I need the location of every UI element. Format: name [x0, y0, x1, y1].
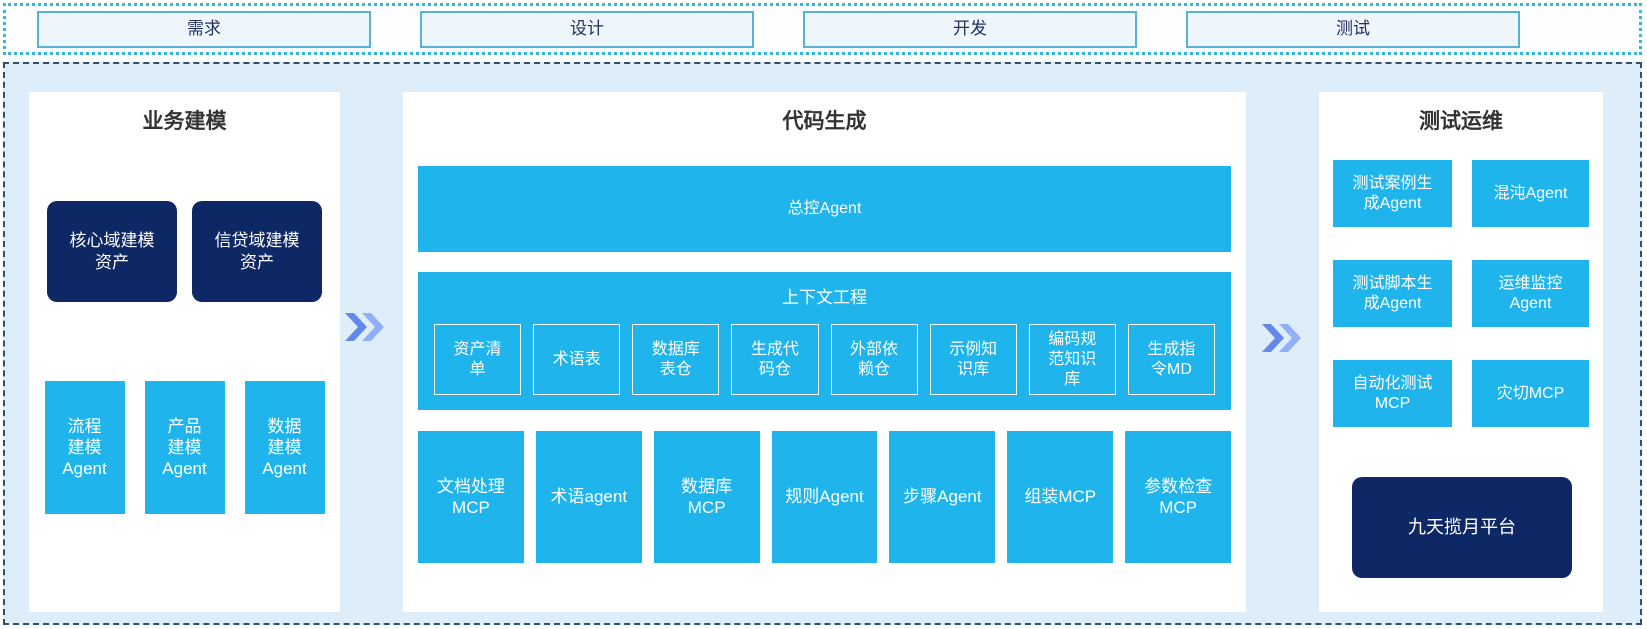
test-script-gen-agent-label: 测试脚本生 成Agent — [1352, 274, 1433, 312]
glossary-agent-label: 术语agent — [550, 487, 628, 507]
ops-monitoring-agent-label: 运维监控 Agent — [1498, 274, 1563, 312]
process-modeling-agent-label: 流程 建模 Agent — [62, 416, 107, 479]
business-modeling-title: 业务建模 — [142, 110, 227, 133]
assembly-mcp-box: 组装MCP — [1007, 431, 1114, 563]
chaos-agent-label: 混沌Agent — [1493, 184, 1568, 202]
data-modeling-agent-box: 数据 建模 Agent — [244, 381, 325, 514]
master-agent-label: 总控Agent — [787, 200, 862, 217]
glossary-label: 术语表 — [552, 350, 601, 368]
context-engineering-panel: 上下文工程 资产清 单 术语表 数据库 表仓 生成代 码仓 外部依 赖仓 示例知… — [418, 272, 1231, 410]
param-check-mcp-box: 参数检查 MCP — [1125, 431, 1232, 563]
rules-agent-label: 规则Agent — [785, 487, 864, 507]
context-engineering-title: 上下文工程 — [782, 288, 867, 307]
test-case-gen-agent-label: 测试案例生 成Agent — [1352, 174, 1433, 212]
credit-domain-assets-box: 信贷域建模 资产 — [192, 201, 322, 302]
example-knowledge-base-box: 示例知 识库 — [929, 324, 1017, 395]
test-case-gen-agent-box: 测试案例生 成Agent — [1333, 160, 1452, 227]
data-modeling-agent-label: 数据 建模 Agent — [262, 416, 307, 479]
context-engineering-row: 资产清 单 术语表 数据库 表仓 生成代 码仓 外部依 赖仓 示例知 识库 编码… — [434, 324, 1215, 395]
doc-processing-mcp-box: 文档处理 MCP — [418, 431, 524, 563]
db-table-repo-label: 数据库 表仓 — [651, 340, 700, 378]
phase-label: 需求 — [187, 19, 221, 39]
double-chevron-right-icon — [345, 313, 384, 341]
generated-code-repo-label: 生成代 码仓 — [750, 340, 799, 378]
test-ops-panel: 测试运维 测试案例生 成Agent 混沌Agent 测试脚本生 成Agent 运… — [1319, 92, 1603, 612]
jiutian-platform-label: 九天揽月平台 — [1408, 517, 1516, 538]
credit-domain-assets-label: 信贷域建模 资产 — [214, 231, 300, 272]
generated-code-repo-box: 生成代 码仓 — [731, 324, 819, 395]
phase-box-testing: 测试 — [1186, 10, 1520, 48]
asset-box-row: 核心域建模 资产 信贷域建模 资产 — [29, 201, 340, 302]
pipeline-container: 业务建模 核心域建模 资产 信贷域建模 资产 流程 建模 Agent 产品 建模… — [3, 62, 1642, 625]
chaos-agent-box: 混沌Agent — [1472, 160, 1589, 227]
coding-standards-kb-box: 编码规 范知识 库 — [1028, 324, 1116, 395]
disaster-switch-mcp-box: 灾切MCP — [1472, 360, 1589, 427]
master-agent-bar: 总控Agent — [418, 166, 1231, 252]
database-mcp-box: 数据库 MCP — [653, 431, 760, 563]
phase-label: 设计 — [570, 19, 604, 39]
coding-standards-kb-label: 编码规 范知识 库 — [1048, 330, 1097, 388]
business-modeling-panel: 业务建模 核心域建模 资产 信贷域建模 资产 流程 建模 Agent 产品 建模… — [29, 92, 340, 612]
generation-instructions-md-box: 生成指 令MD — [1127, 324, 1215, 395]
process-modeling-agent-box: 流程 建模 Agent — [44, 381, 125, 514]
generation-instructions-md-label: 生成指 令MD — [1147, 340, 1196, 378]
automated-testing-mcp-label: 自动化测试 MCP — [1352, 374, 1433, 412]
phase-label: 测试 — [1336, 19, 1370, 39]
phase-box-design: 设计 — [420, 10, 754, 48]
asset-list-box: 资产清 单 — [434, 324, 522, 395]
phase-label: 开发 — [953, 19, 987, 39]
product-modeling-agent-label: 产品 建模 Agent — [162, 416, 207, 479]
modeling-agent-row: 流程 建模 Agent 产品 建模 Agent 数据 建模 Agent — [29, 381, 340, 514]
steps-agent-label: 步骤Agent — [903, 487, 982, 507]
db-table-repo-box: 数据库 表仓 — [632, 324, 720, 395]
assembly-mcp-label: 组装MCP — [1024, 487, 1097, 507]
code-generation-panel: 代码生成 总控Agent 上下文工程 资产清 单 术语表 数据库 表仓 生成代 … — [403, 92, 1246, 612]
param-check-mcp-label: 参数检查 MCP — [1144, 476, 1213, 517]
glossary-agent-box: 术语agent — [535, 431, 642, 563]
asset-list-label: 资产清 单 — [453, 340, 502, 378]
double-chevron-right-icon — [1262, 324, 1301, 352]
steps-agent-box: 步骤Agent — [889, 431, 996, 563]
phase-bar: 需求 设计 开发 测试 — [3, 3, 1642, 55]
ops-monitoring-agent-box: 运维监控 Agent — [1472, 260, 1589, 327]
core-domain-assets-box: 核心域建模 资产 — [47, 201, 177, 302]
doc-processing-mcp-label: 文档处理 MCP — [436, 476, 505, 517]
database-mcp-label: 数据库 MCP — [681, 476, 733, 517]
glossary-box: 术语表 — [533, 324, 621, 395]
test-ops-grid: 测试案例生 成Agent 混沌Agent 测试脚本生 成Agent 运维监控 A… — [1333, 160, 1589, 427]
phase-box-development: 开发 — [803, 10, 1137, 48]
external-deps-repo-label: 外部依 赖仓 — [850, 340, 899, 378]
test-script-gen-agent-box: 测试脚本生 成Agent — [1333, 260, 1452, 327]
product-modeling-agent-box: 产品 建模 Agent — [144, 381, 225, 514]
code-generation-title: 代码生成 — [782, 110, 867, 133]
core-domain-assets-label: 核心域建模 资产 — [69, 231, 155, 272]
tool-box-row: 文档处理 MCP 术语agent 数据库 MCP 规则Agent 步骤Agent… — [418, 431, 1232, 563]
rules-agent-box: 规则Agent — [771, 431, 878, 563]
phase-box-requirements: 需求 — [37, 10, 371, 48]
test-ops-title: 测试运维 — [1419, 110, 1503, 133]
disaster-switch-mcp-label: 灾切MCP — [1496, 384, 1565, 402]
jiutian-platform-box: 九天揽月平台 — [1352, 477, 1572, 578]
automated-testing-mcp-box: 自动化测试 MCP — [1333, 360, 1452, 427]
example-knowledge-base-label: 示例知 识库 — [949, 340, 998, 378]
external-deps-repo-box: 外部依 赖仓 — [830, 324, 918, 395]
